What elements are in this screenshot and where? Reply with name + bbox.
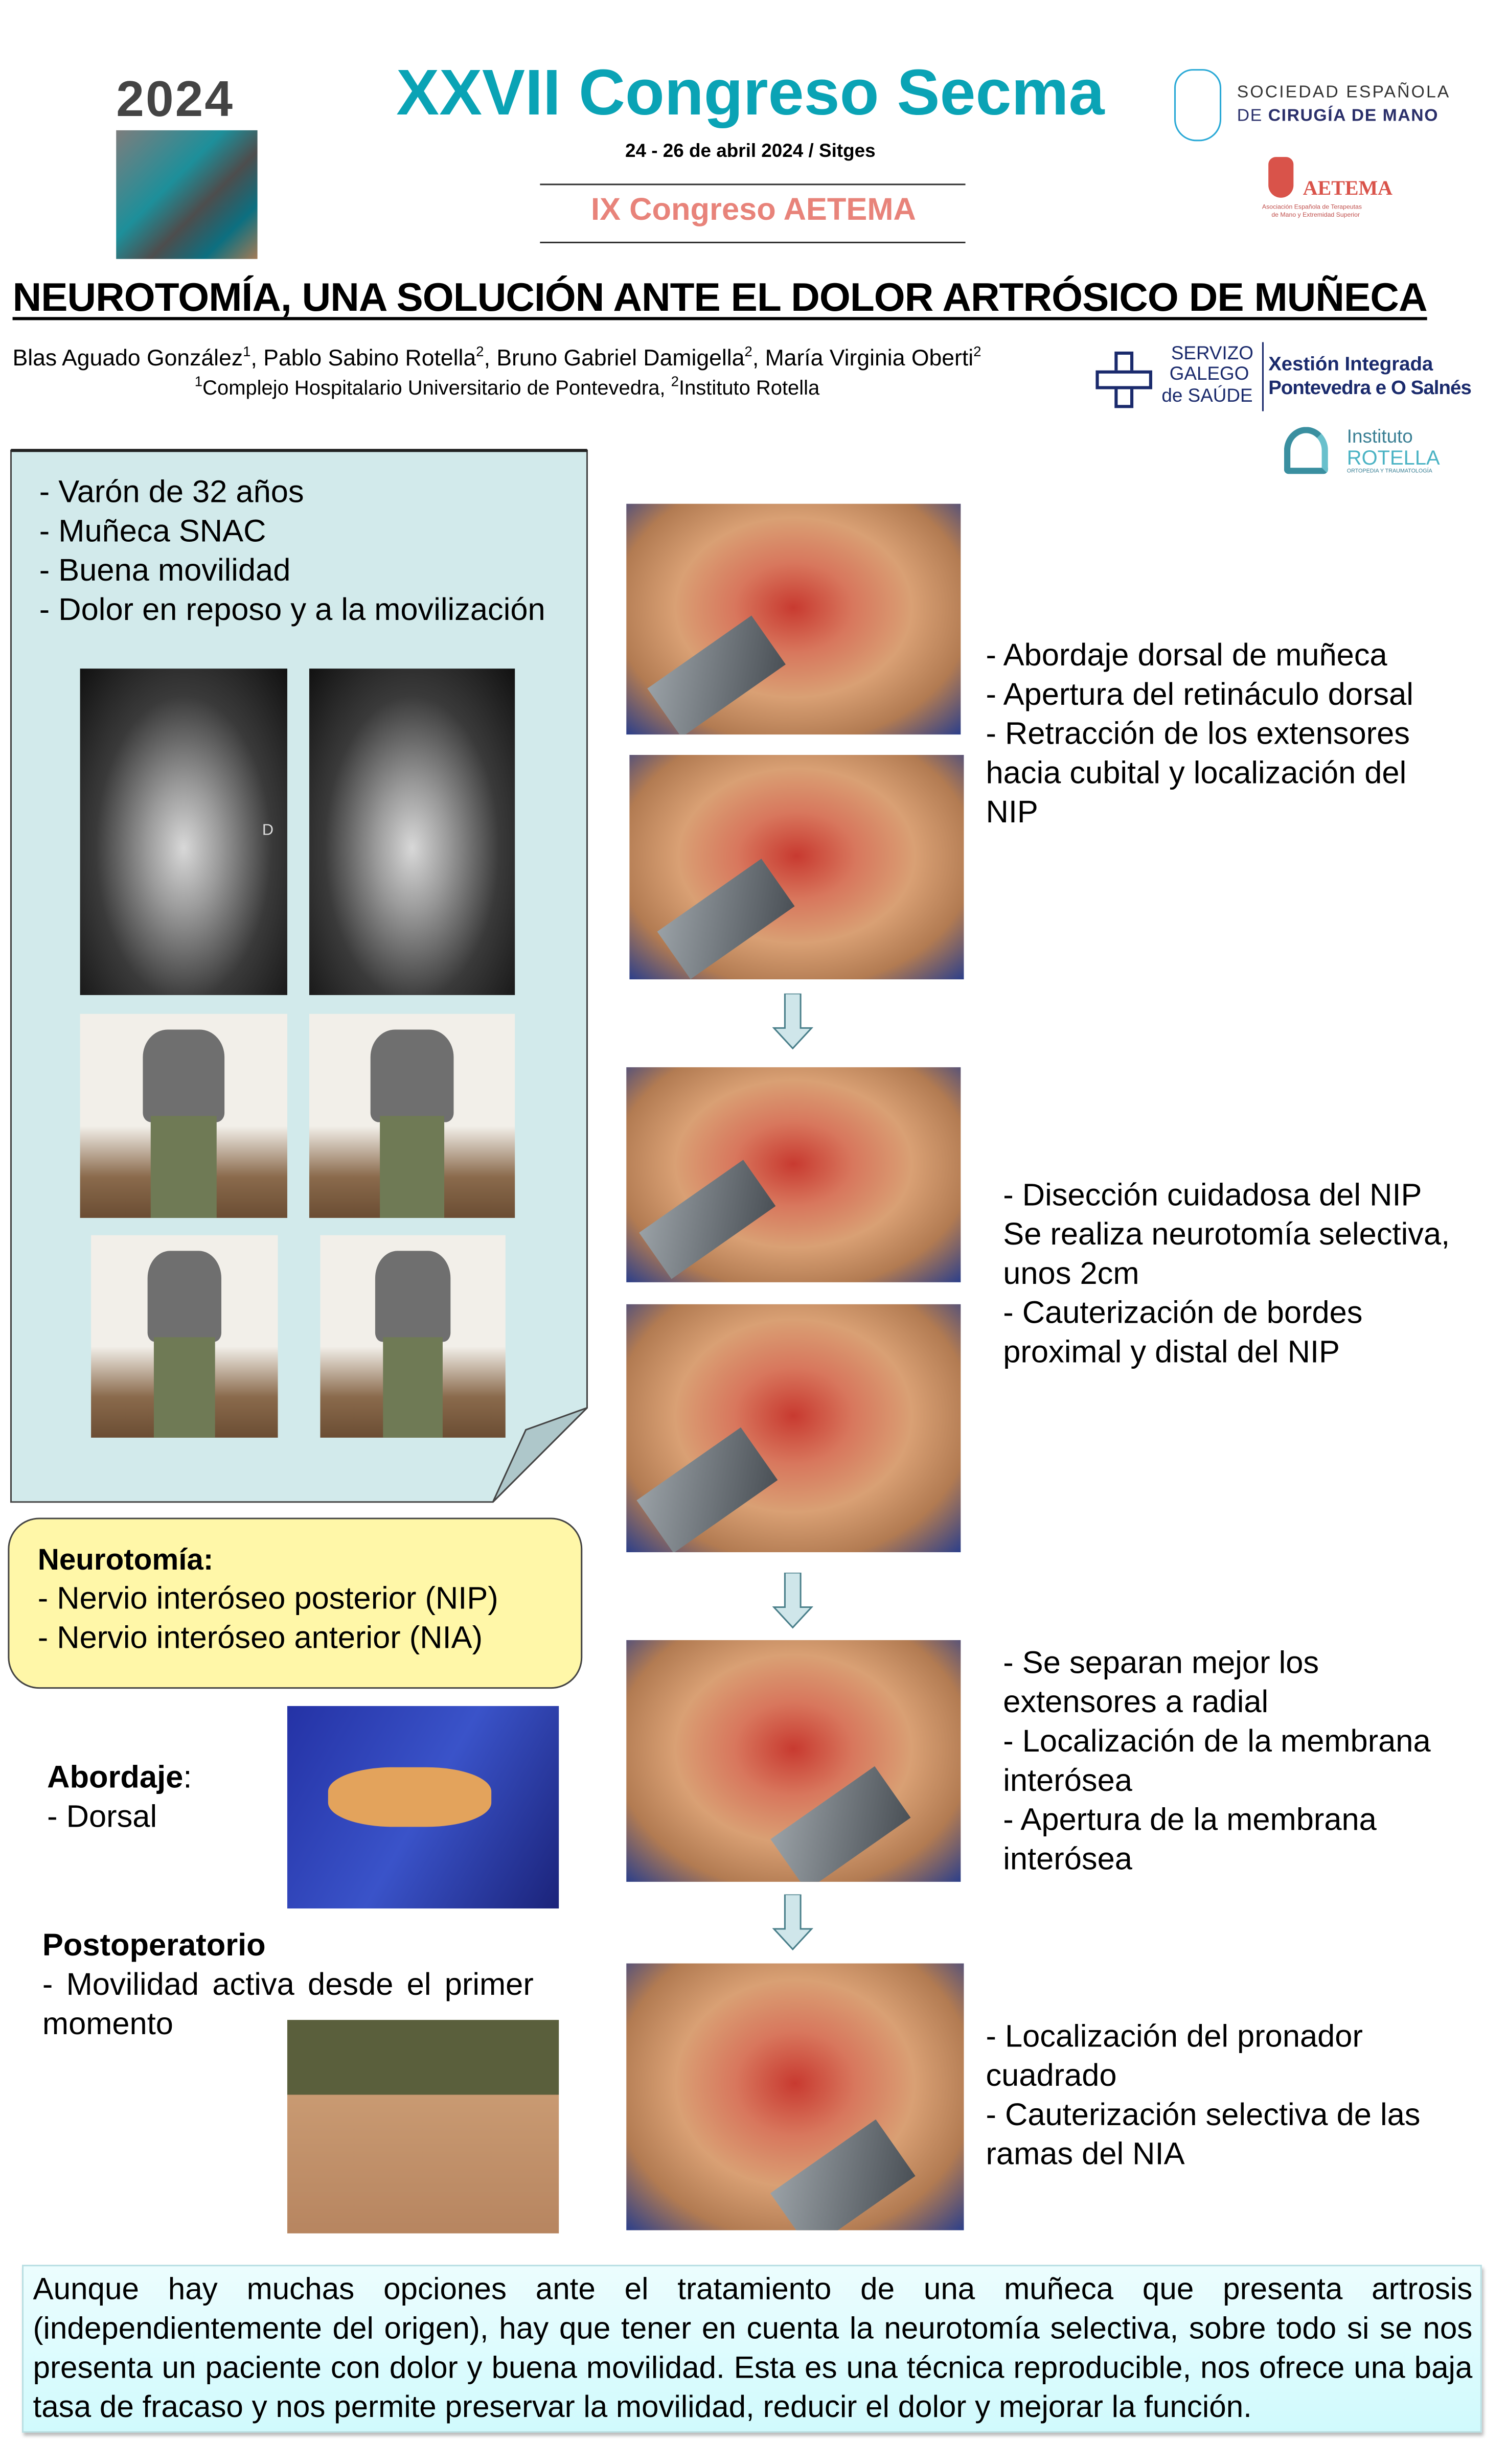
step-text-1: - Abordaje dorsal de muñeca - Apertura d…: [986, 638, 1413, 831]
conclusion-text: Aunque hay muchas opciones ante el trata…: [33, 2272, 1473, 2425]
arrow-down-icon: [772, 1572, 813, 1629]
surgery-photo-2: [629, 755, 964, 980]
aetema-logo: AETEMA Asociación Española de Terapeutas…: [1256, 154, 1405, 224]
divider: [540, 241, 966, 244]
patient-photo-extension: [309, 1014, 515, 1218]
rotella-mark-icon: [1284, 427, 1328, 474]
conclusion-box: Aunque hay muchas opciones ante el trata…: [21, 2265, 1482, 2433]
neurotomy-box: Neurotomía: - Nervio interóseo posterior…: [8, 1517, 583, 1689]
congress-dates: 24 - 26 de abril 2024 / Sitges: [625, 140, 876, 162]
congress-title: XXVII Congreso Secma: [396, 56, 1105, 129]
patient-photo-supination: [91, 1235, 278, 1438]
hand-icon: [1268, 157, 1294, 198]
approach-photo: [287, 1706, 559, 1909]
step-text-2: - Disección cuidadosa del NIP Se realiza…: [1003, 1179, 1450, 1370]
xray-lateral-image: [309, 669, 515, 995]
arrow-down-icon: [772, 1894, 813, 1951]
surgery-photo-5: [626, 1640, 961, 1882]
year-logo: 2024: [110, 71, 259, 259]
patient-photo-pronation: [320, 1235, 506, 1438]
postop-section: Postoperatorio - Movilidad activa desde …: [42, 1929, 534, 2042]
surgery-photo-6: [626, 1963, 964, 2230]
arrow-down-icon: [772, 993, 813, 1050]
surgery-photo-1: [626, 503, 961, 735]
sergas-logo: SERVIZO GALEGO de SAÚDE Xestión Integrad…: [1095, 342, 1480, 414]
divider: [540, 183, 966, 186]
cross-icon: [1095, 351, 1152, 408]
affiliations: 1Complejo Hospitalario Universitario de …: [194, 373, 820, 399]
postop-photo: [287, 2020, 559, 2233]
sub-congress: IX Congreso AETEMA: [591, 193, 916, 228]
hand-icon: [1174, 69, 1222, 142]
xray-pa-image: D: [80, 669, 287, 995]
step-text-3: - Se separan mejor los extensores a radi…: [1003, 1646, 1431, 1877]
rotella-logo: Instituto ROTELLA ORTOPEDIA Y TRAUMATOLO…: [1284, 424, 1457, 478]
collage-image: [116, 130, 258, 259]
poster-title: NEUROTOMÍA, UNA SOLUCIÓN ANTE EL DOLOR A…: [12, 276, 1428, 320]
surgery-photo-4: [626, 1304, 961, 1553]
surgery-photo-3: [626, 1067, 961, 1282]
step-text-4: - Localización del pronador cuadrado - C…: [986, 2020, 1421, 2172]
patient-photo-flexion: [80, 1014, 287, 1218]
secma-logo: SOCIEDAD ESPAÑOLA DE CIRUGÍA DE MANO: [1174, 69, 1472, 142]
case-description: - Varón de 32 años - Muñeca SNAC - Buena…: [39, 475, 545, 628]
approach-section: Abordaje: - Dorsal: [47, 1761, 192, 1835]
authors: Blas Aguado González1, Pablo Sabino Rote…: [12, 343, 981, 372]
